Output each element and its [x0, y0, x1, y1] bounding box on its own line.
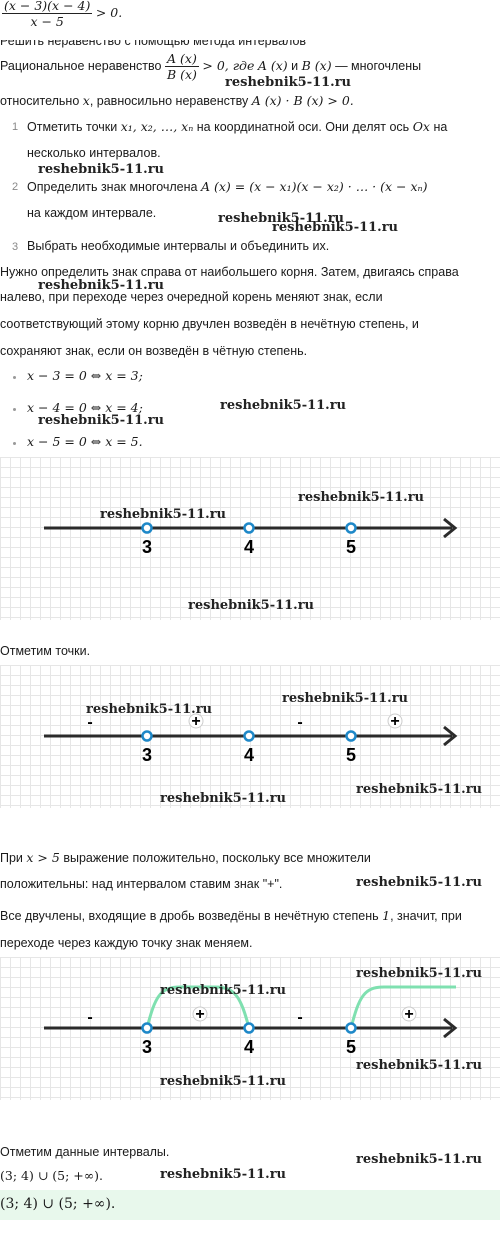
point-3 — [141, 1022, 153, 1034]
interval-arc-5-inf — [349, 985, 456, 1029]
axis-label-3: 3 — [142, 745, 152, 765]
sign-interval-2: + — [195, 1006, 204, 1023]
sign-interval-3: - — [297, 714, 302, 731]
watermark: reshebnik5-11.ru — [38, 413, 165, 428]
watermark: reshebnik5-11.ru — [38, 162, 165, 177]
watermark: reshebnik5-11.ru — [225, 75, 352, 90]
axis-label-4: 4 — [244, 745, 254, 765]
sign-interval-1: - — [87, 714, 92, 731]
rule-line-3: соответствующий этому корню двучлен возв… — [0, 317, 419, 331]
root-equation-1: x − 3 = 0 ⇔ x = 3; — [27, 368, 143, 383]
step-1-line-1: Отметить точки x₁, x₂, …, xₙ на координа… — [27, 119, 448, 134]
step-number-2: 2 — [12, 181, 19, 193]
axis-label-3: 3 — [142, 537, 152, 557]
mark-intervals-text: Отметим данные интервалы. — [0, 1145, 170, 1159]
problem-numerator: (x − 3)(x − 4) — [2, 0, 93, 14]
sign-badge — [387, 713, 403, 729]
interval-arc-3-4 — [145, 985, 251, 1029]
axis-label-5: 5 — [346, 1037, 356, 1057]
watermark: reshebnik5-11.ru — [356, 875, 483, 890]
step-1-line-2: несколько интервалов. — [27, 146, 161, 160]
sign-interval-4: + — [404, 1006, 413, 1023]
point-3 — [141, 730, 153, 742]
rule-line-2: налево, при переходе через очередной кор… — [0, 290, 383, 304]
result-expression: (3; 4) ∪ (5; +∞). — [0, 1168, 104, 1183]
axis-arrow-icon — [443, 725, 458, 747]
watermark: reshebnik5-11.ru — [298, 490, 425, 505]
step-2-line-2: на каждом интервале. — [27, 206, 157, 220]
axis-label-5: 5 — [346, 745, 356, 765]
problem-relation: > 0. — [95, 4, 123, 20]
sign-interval-4: + — [390, 713, 399, 730]
explain-line-1: При x > 5 выражение положительно, поскол… — [0, 850, 371, 865]
axis-label-5: 5 — [346, 537, 356, 557]
point-5 — [345, 522, 357, 534]
bullet-icon — [13, 442, 16, 445]
explain-line-3: Все двучлены, входящие в дробь возведёны… — [0, 908, 462, 923]
point-3 — [141, 522, 153, 534]
explain-line-2: положительны: над интервалом ставим знак… — [0, 877, 283, 891]
step-2-line-1: Определить знак многочлена A (x) = (x − … — [27, 179, 428, 194]
watermark: reshebnik5-11.ru — [86, 702, 213, 717]
number-line-diagram-3: 3 4 5 - + - + — [0, 957, 500, 1100]
sign-interval-2: + — [191, 713, 200, 730]
explain-line-4: переходе через каждую точку знак меняем. — [0, 936, 253, 950]
sign-badge — [401, 1006, 417, 1022]
axis-label-3: 3 — [142, 1037, 152, 1057]
root-equation-3: x − 5 = 0 ⇔ x = 5. — [27, 434, 143, 449]
watermark: reshebnik5-11.ru — [160, 983, 287, 998]
step-number-1: 1 — [12, 121, 19, 133]
problem-denominator: x − 5 — [30, 14, 64, 29]
theory-line-1: Рациональное неравенство A (x)B (x) > 0,… — [0, 51, 422, 82]
number-line-diagram-2: 3 4 5 - + - + — [0, 665, 500, 808]
watermark: reshebnik5-11.ru — [356, 1152, 483, 1167]
watermark: reshebnik5-11.ru — [100, 507, 227, 522]
answer-expression: (3; 4) ∪ (5; +∞). — [0, 1196, 116, 1212]
watermark: reshebnik5-11.ru — [356, 966, 483, 981]
theory-line-2: относительно x, равносильно неравенству … — [0, 93, 354, 108]
watermark: reshebnik5-11.ru — [160, 1167, 287, 1182]
watermark: reshebnik5-11.ru — [38, 278, 165, 293]
axis-label-4: 4 — [244, 1037, 254, 1057]
watermark: reshebnik5-11.ru — [272, 220, 399, 235]
watermark: reshebnik5-11.ru — [160, 1074, 287, 1089]
point-4 — [243, 1022, 255, 1034]
axis-arrow-icon — [443, 1017, 458, 1039]
point-4 — [243, 522, 255, 534]
mark-points-text: Отметим точки. — [0, 644, 91, 658]
rule-line-1: Нужно определить знак справа от наибольш… — [0, 265, 459, 279]
point-4 — [243, 730, 255, 742]
axis-arrow-icon — [443, 517, 458, 539]
method-title: Решить неравенство с помощью метода инте… — [0, 40, 307, 48]
watermark: reshebnik5-11.ru — [356, 1058, 483, 1073]
sign-interval-1: - — [87, 1009, 92, 1026]
sign-interval-3: - — [297, 1009, 302, 1026]
rule-line-4: сохраняют знак, если он возведён в чётну… — [0, 344, 308, 358]
number-line-diagram-1: 3 4 5 — [0, 457, 500, 620]
axis-label-4: 4 — [244, 537, 254, 557]
watermark: reshebnik5-11.ru — [220, 398, 347, 413]
bullet-icon — [13, 376, 16, 379]
sign-badge — [192, 1006, 208, 1022]
sign-badge — [188, 713, 204, 729]
root-equation-2: x − 4 = 0 ⇔ x = 4; — [27, 400, 143, 415]
watermark: reshebnik5-11.ru — [356, 782, 483, 797]
step-3-line-1: Выбрать необходимые интервалы и объедини… — [27, 239, 330, 253]
answer-box — [0, 1190, 500, 1220]
watermark: reshebnik5-11.ru — [188, 598, 315, 613]
bullet-icon — [13, 408, 16, 411]
point-5 — [345, 730, 357, 742]
step-number-3: 3 — [12, 241, 19, 253]
watermark: reshebnik5-11.ru — [282, 691, 409, 706]
problem-inequality: (x − 3)(x − 4)x − 5 > 0. — [2, 0, 122, 29]
watermark: reshebnik5-11.ru — [218, 211, 345, 226]
watermark: reshebnik5-11.ru — [160, 791, 287, 806]
point-5 — [345, 1022, 357, 1034]
